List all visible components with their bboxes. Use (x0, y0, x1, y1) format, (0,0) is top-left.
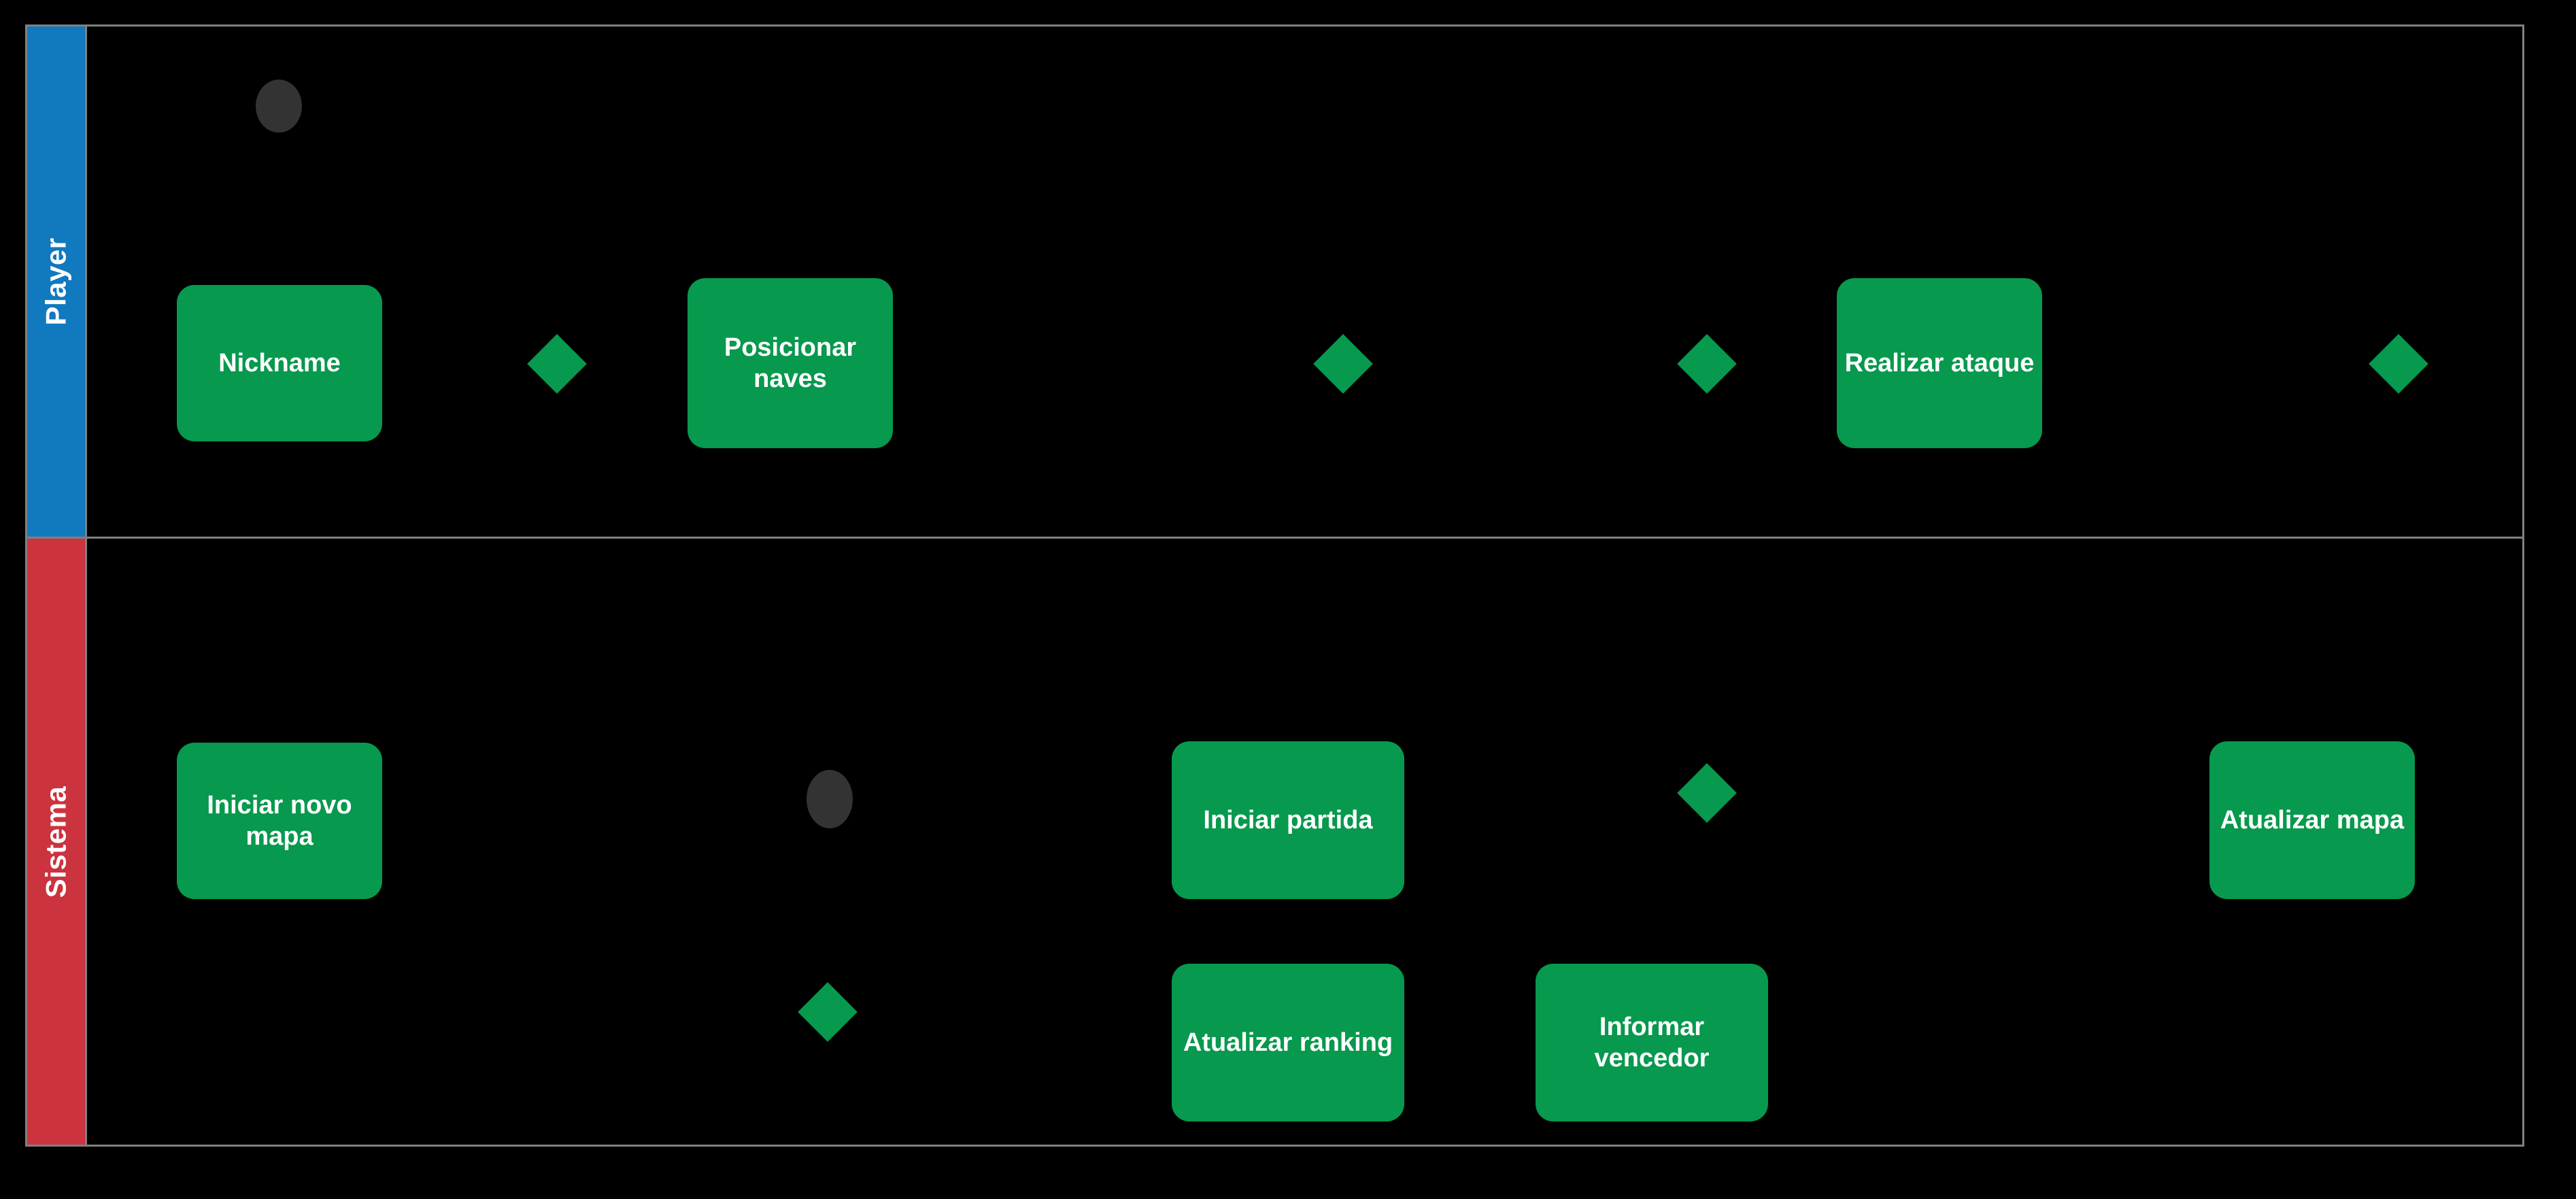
lane-player: Player Nickname Posicionar naves (27, 27, 2522, 537)
task-atualizar-ranking[interactable]: Atualizar ranking (1172, 964, 1404, 1121)
lane-label-player: Player (39, 237, 72, 326)
lane-header-player[interactable]: Player (27, 27, 87, 537)
gateway-player-2[interactable] (1305, 326, 1381, 402)
gateway-player-1[interactable] (519, 326, 595, 402)
gateway-diamond-icon (527, 334, 587, 394)
task-realizar-ataque[interactable]: Realizar ataque (1837, 278, 2042, 448)
task-iniciar-novo-mapa-label: Iniciar novo mapa (207, 790, 352, 851)
task-atualizar-ranking-label: Atualizar ranking (1183, 1028, 1393, 1057)
lane-body-sistema: Iniciar novo mapa Iniciar partida Atuali… (89, 539, 2522, 1145)
gateway-diamond-icon (1677, 763, 1737, 823)
task-iniciar-partida-label: Iniciar partida (1203, 805, 1373, 834)
task-nickname-label: Nickname (218, 348, 341, 377)
gateway-player-3[interactable] (1669, 326, 1745, 402)
gateway-player-4[interactable] (2360, 326, 2437, 402)
task-posicionar-naves[interactable]: Posicionar naves (688, 278, 893, 448)
gateway-diamond-icon (1313, 334, 1373, 394)
task-nickname[interactable]: Nickname (177, 285, 382, 441)
task-informar-vencedor[interactable]: Informar vencedor (1536, 964, 1768, 1121)
bpmn-pool: Player Nickname Posicionar naves (25, 24, 2524, 1147)
lane-body-player: Nickname Posicionar naves (89, 27, 2522, 537)
gateway-diamond-icon (1677, 334, 1737, 394)
task-realizar-ataque-label: Realizar ataque (1844, 348, 2035, 377)
lane-header-sistema[interactable]: Sistema (27, 539, 87, 1145)
task-informar-vencedor-label: Informar vencedor (1594, 1012, 1710, 1073)
event-sistema[interactable] (807, 770, 853, 828)
start-event-player[interactable] (256, 80, 302, 133)
gateway-sistema-1[interactable] (1669, 755, 1745, 831)
gateway-diamond-icon (2369, 334, 2428, 394)
gateway-sistema-2[interactable] (790, 974, 866, 1050)
lane-label-sistema: Sistema (39, 786, 72, 898)
task-atualizar-mapa[interactable]: Atualizar mapa (2209, 741, 2415, 899)
task-atualizar-mapa-label: Atualizar mapa (2220, 805, 2405, 834)
task-iniciar-novo-mapa[interactable]: Iniciar novo mapa (177, 743, 382, 899)
gateway-diamond-icon (798, 982, 858, 1042)
lane-sistema: Sistema Iniciar novo mapa Iniciar partid… (27, 537, 2522, 1145)
task-posicionar-naves-label: Posicionar naves (724, 333, 857, 393)
task-iniciar-partida[interactable]: Iniciar partida (1172, 741, 1404, 899)
